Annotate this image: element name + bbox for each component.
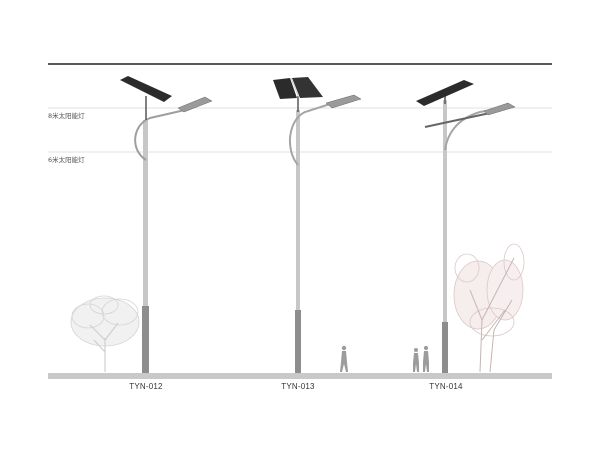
lamp-head [325, 94, 362, 109]
pole-shaft [296, 110, 300, 310]
person-1 [340, 345, 348, 372]
pole-shaft [143, 120, 148, 306]
pole-tyn-014 [416, 80, 516, 373]
pole-base-section [142, 306, 149, 373]
model-label-tyn-012: TYN-012 [129, 382, 163, 391]
pole-tyn-012 [120, 76, 213, 373]
lamp-head [177, 96, 213, 113]
model-label-tyn-013: TYN-013 [281, 382, 315, 391]
ground-strip [48, 373, 552, 379]
solar-panel [120, 76, 172, 102]
guide-label-6m: 6米太阳能灯 [48, 156, 85, 164]
lamp-head [483, 102, 516, 116]
pole-arm [288, 103, 331, 166]
tree-right [453, 243, 525, 373]
person-2 [413, 348, 419, 372]
pole-arm-lower [424, 112, 491, 128]
guide-label-8m: 8米太阳能灯 [48, 112, 85, 120]
solar-panel-right [292, 77, 323, 98]
solar-panel [416, 80, 474, 106]
pole-arm-upper [444, 109, 493, 151]
model-label-tyn-014: TYN-014 [429, 382, 463, 391]
pole-shaft [443, 100, 447, 322]
pole-base-section [295, 310, 301, 373]
person-3 [423, 345, 429, 372]
pole-base-section [442, 322, 448, 373]
pole-tyn-013 [273, 77, 362, 373]
solar-panel-left [273, 78, 297, 99]
tree-left [70, 295, 140, 372]
pole-arm [134, 109, 186, 161]
